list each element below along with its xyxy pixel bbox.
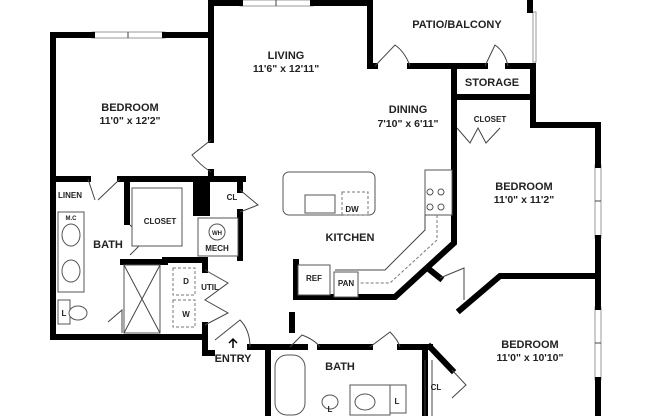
linen-l2: L [328, 405, 333, 414]
bathtub-icon [274, 354, 306, 416]
bedroom1-size: 11'0" x 12'2" [99, 115, 160, 127]
closet-left-name: CLOSET [144, 217, 177, 226]
living-name: LIVING [268, 50, 305, 62]
mc-name: M.C [66, 216, 78, 222]
toilet-icon [68, 305, 88, 321]
linen-name: LINEN [58, 191, 82, 200]
dining-size: 7'10" x 6'11" [377, 118, 438, 130]
mech-name: MECH [205, 244, 229, 253]
living-size: 11'6" x 12'11" [253, 63, 319, 75]
wh-name: WH [212, 231, 222, 237]
bedroom1-name: BEDROOM [101, 102, 158, 114]
bedroom2-name: BEDROOM [495, 181, 552, 193]
entry-arrow-icon [228, 337, 238, 348]
room-labels: BEDROOM 11'0" x 12'2" LIVING 11'6" x 12'… [58, 19, 563, 414]
dw-name: DW [345, 205, 359, 214]
kitchen-name: KITCHEN [326, 232, 375, 244]
pan-name: PAN [338, 279, 355, 288]
bath1-name: BATH [93, 239, 123, 251]
bedroom3-size: 11'0" x 10'10" [497, 352, 564, 364]
bedroom3-name: BEDROOM [501, 339, 558, 351]
cl1-name: CL [227, 193, 238, 202]
windows [91, 0, 602, 381]
dryer-name: D [183, 277, 189, 286]
entry-label: ENTRY [215, 353, 253, 365]
patio-name: PATIO/BALCONY [412, 19, 502, 31]
closet-top-name: CLOSET [474, 115, 507, 124]
storage-name: STORAGE [465, 77, 519, 89]
washer-name: W [182, 310, 190, 319]
water-heater-icon [208, 223, 226, 241]
sink-icon [61, 223, 81, 247]
fixtures [57, 169, 453, 416]
walls [50, 0, 601, 416]
bedroom2-size: 11'0" x 11'2" [494, 194, 555, 206]
sink-icon [354, 393, 376, 411]
bath2-name: BATH [325, 361, 355, 373]
toilet-icon [321, 394, 339, 410]
sink-icon [61, 259, 81, 283]
linen-l1: L [62, 309, 67, 318]
dining-name: DINING [389, 104, 428, 116]
cl2-name: CL [431, 383, 442, 392]
ref-name: REF [306, 274, 322, 283]
linen-l3: L [395, 397, 400, 406]
util-name: UTIL [201, 283, 219, 292]
